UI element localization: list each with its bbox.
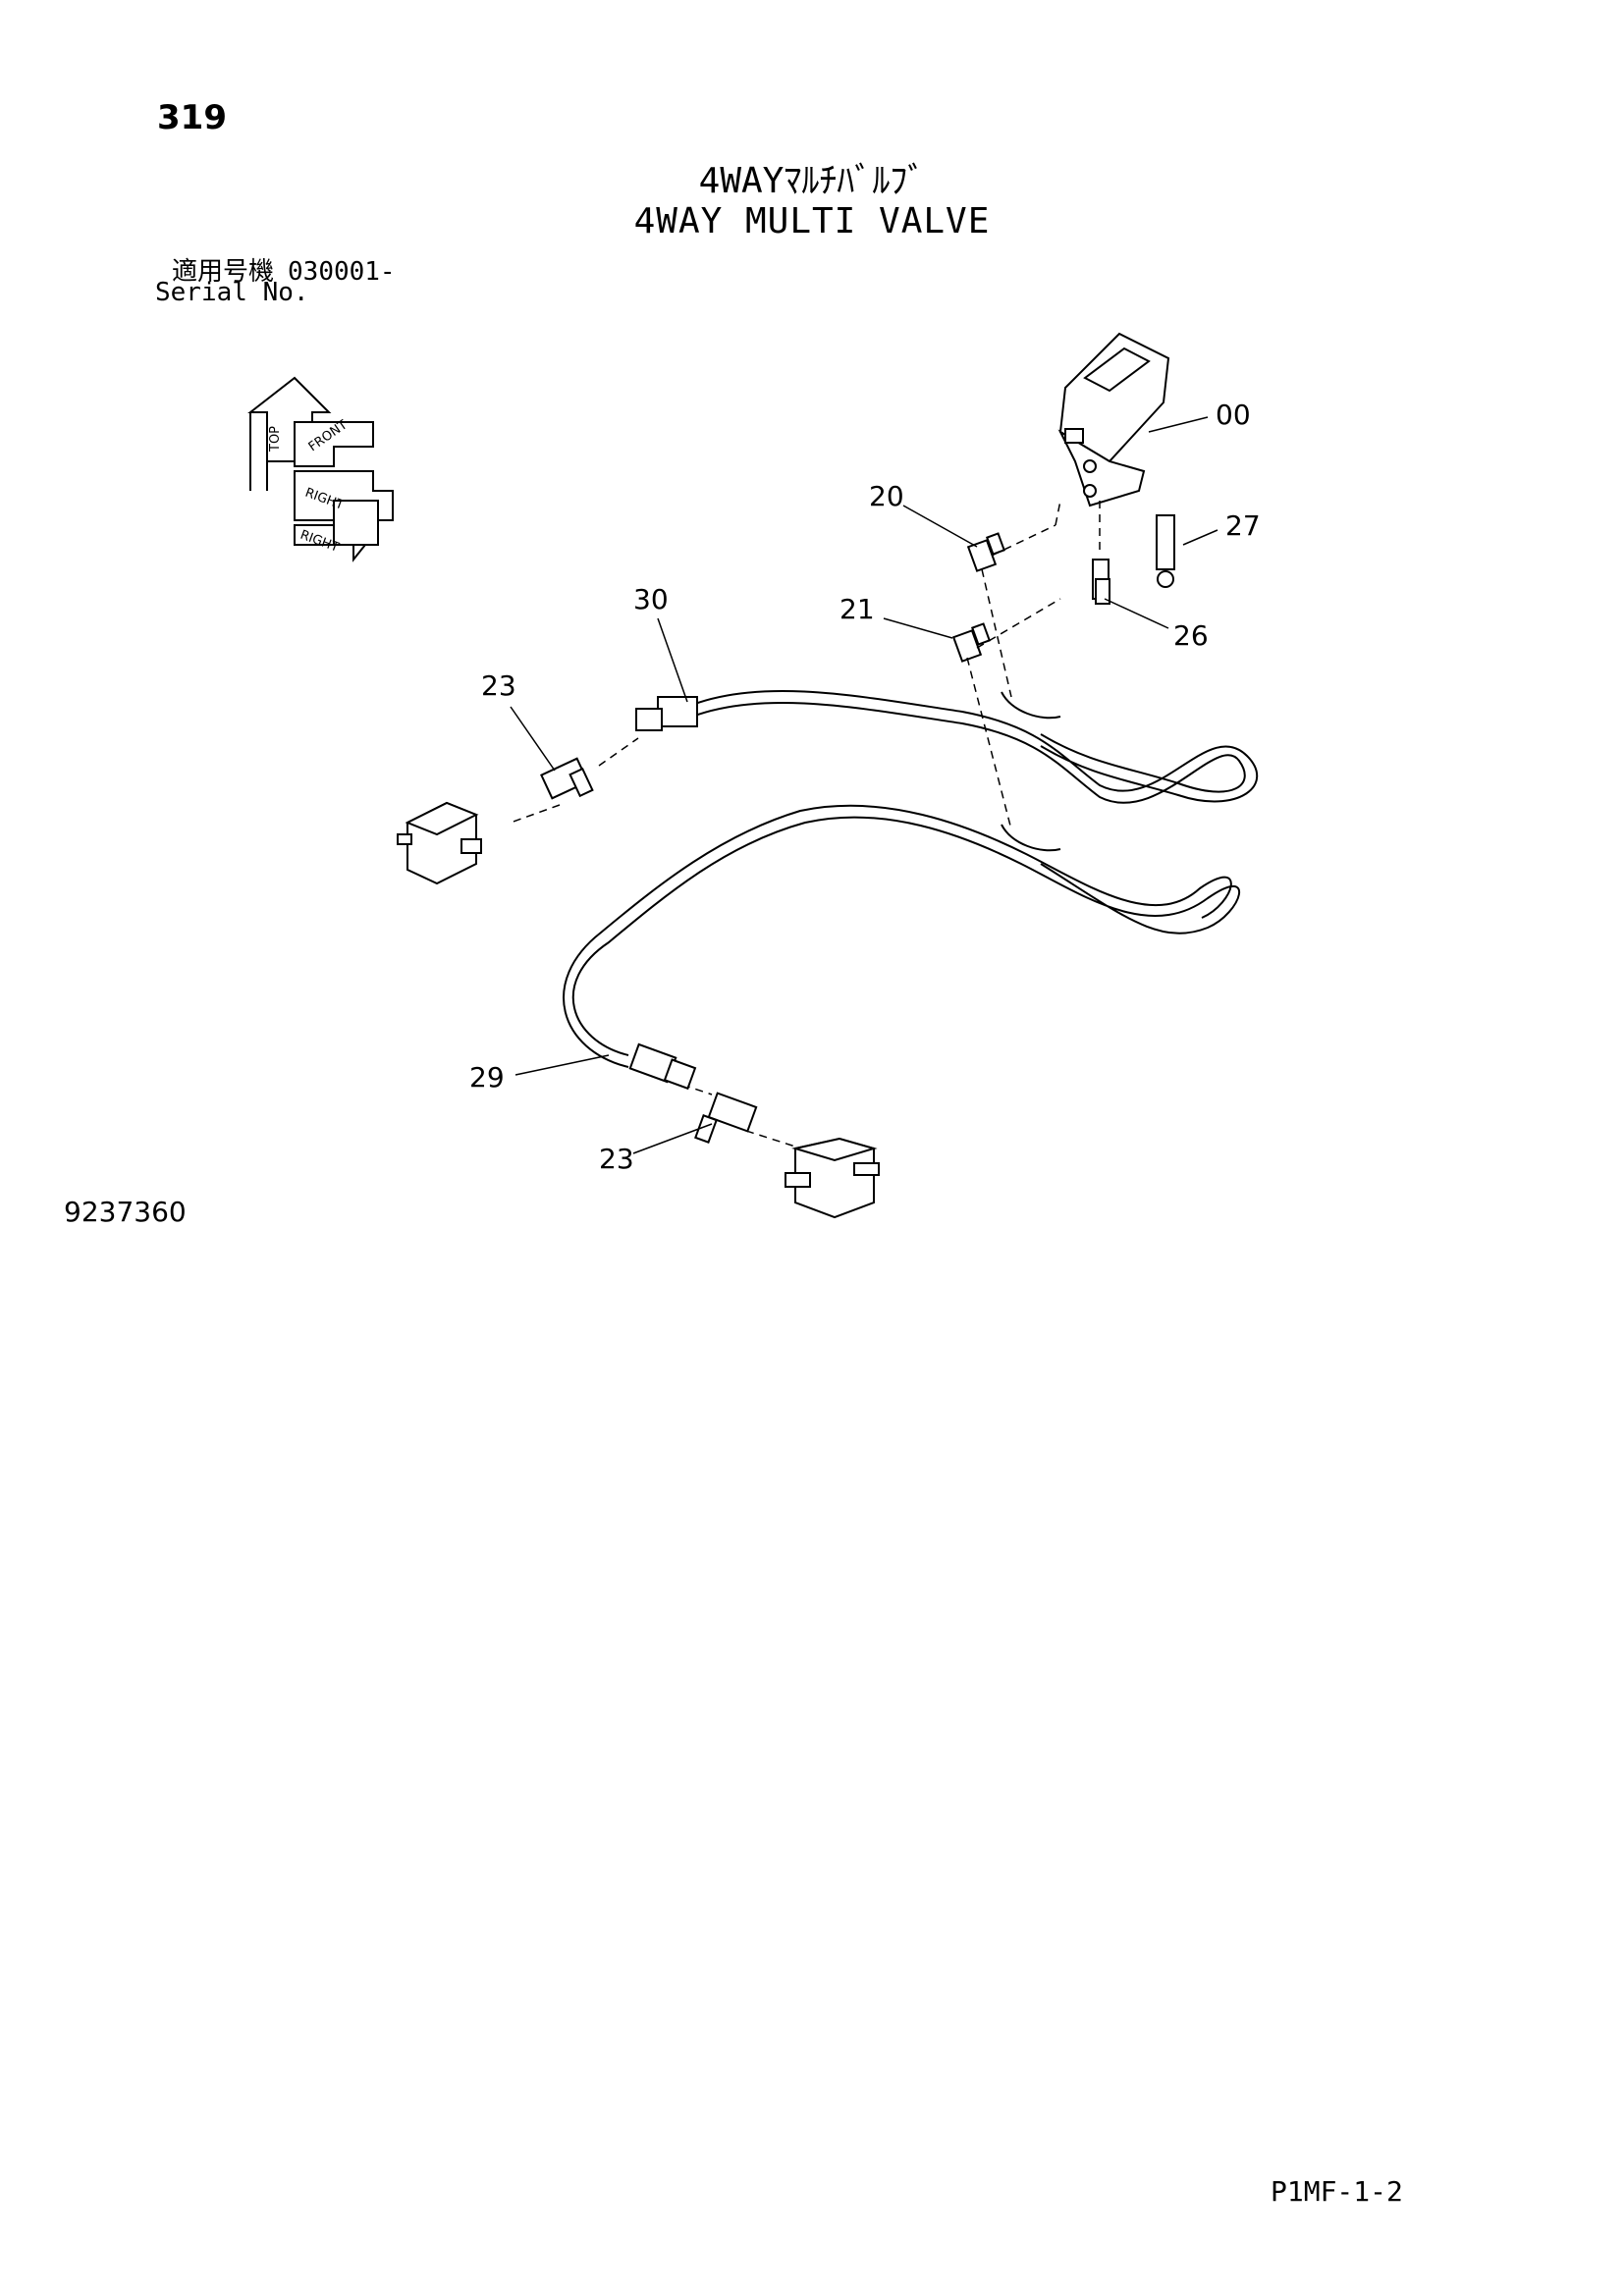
hose-29 [563, 691, 1241, 1091]
page-number: 319 [157, 98, 227, 137]
orientation-icon: TOP FRONT RIGHT RIGHT [247, 376, 394, 562]
callout-27: 27 [1225, 509, 1261, 542]
fitting-20 [966, 532, 1005, 572]
serial-row-japanese: 適用号機 030001- [172, 251, 396, 288]
callout-21: 21 [839, 593, 875, 625]
title-english: 4WAY MULTI VALVE [633, 201, 991, 241]
serial-value: 030001- [288, 257, 396, 287]
callout-20: 20 [869, 480, 904, 512]
callout-26: 26 [1173, 619, 1209, 652]
callout-29: 29 [469, 1061, 505, 1094]
page-code: P1MF-1-2 [1271, 2175, 1403, 2208]
valve-block-lower [785, 1137, 880, 1219]
callout-23-upper: 23 [481, 669, 516, 702]
orientation-label-top: TOP [268, 426, 283, 453]
valve-body [1057, 332, 1170, 507]
pressure-switch-23-upper [540, 757, 594, 800]
fitting-26 [1092, 559, 1110, 605]
pressure-switch-23-lower [694, 1092, 758, 1144]
callout-30: 30 [633, 583, 669, 615]
serial-label-japanese: 適用号機 [172, 257, 275, 287]
fitting-21 [951, 622, 991, 663]
hose-30 [635, 689, 1259, 804]
callout-23-lower: 23 [599, 1143, 634, 1175]
callout-00: 00 [1216, 399, 1251, 431]
valve-block-upper [397, 801, 482, 885]
leader-lines [510, 416, 1218, 1154]
serial-label-english: Serial No. [155, 278, 309, 307]
fitting-27 [1156, 514, 1175, 588]
title-japanese: 4WAYﾏﾙﾁﾊﾞﾙﾌﾞ [698, 161, 926, 201]
drawing-number: 9237360 [64, 1196, 187, 1228]
